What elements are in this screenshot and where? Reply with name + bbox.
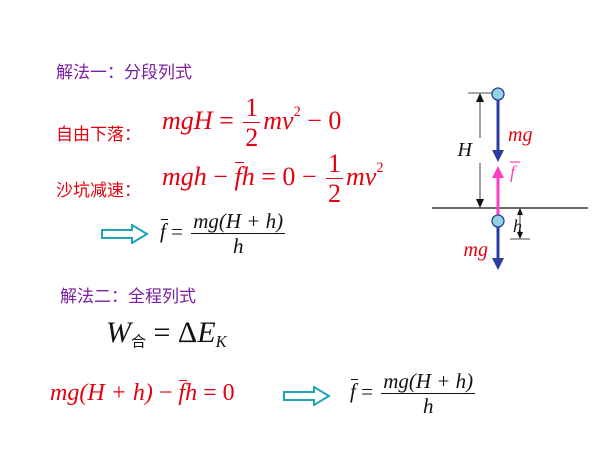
implies-arrow-icon <box>101 224 149 244</box>
full-lhs: mg(H + h) <box>50 380 153 406</box>
work-equals-delta: = Δ <box>146 316 198 349</box>
H-arrow-bottom <box>476 199 484 208</box>
method2-heading: 解法二：全程列式 <box>60 287 196 307</box>
fall-tail: − 0 <box>300 105 342 135</box>
sand-frac-num: 1 <box>326 149 344 180</box>
work-K: K <box>215 331 227 351</box>
sand-decel-equation: mgh − fh = 0 − 1 2 mv2 <box>162 150 384 208</box>
fall-equals: = <box>219 105 234 135</box>
work-energy-equation: W合 = ΔEK <box>106 316 227 350</box>
mg-top-label: mg <box>508 124 532 146</box>
method2-result-equation: f = mg(H + h) h <box>350 370 478 417</box>
h-arrow-top <box>517 208 523 215</box>
sand-fraction: 1 2 <box>326 149 344 209</box>
fall-frac-den: 2 <box>245 123 259 153</box>
sand-exponent: 2 <box>376 159 384 176</box>
full-h: h <box>185 380 198 406</box>
fall-exponent: 2 <box>293 103 301 120</box>
h-label: h <box>513 216 522 236</box>
mg-bottom-arrow-head <box>492 258 504 270</box>
h-arrow-bottom <box>517 232 523 239</box>
work-W: W <box>106 316 131 349</box>
fall-frac-num: 1 <box>243 93 261 124</box>
result2-den: h <box>422 394 434 419</box>
free-fall-equation: mgH = 1 2 mv2 − 0 <box>162 94 341 152</box>
fall-fraction: 1 2 <box>243 93 261 153</box>
result2-friction: f <box>350 379 358 404</box>
H-arrow-top <box>476 93 484 102</box>
falling-ball-diagram: H mg f h mg <box>432 87 588 270</box>
friction-label: f <box>510 162 518 182</box>
result2-fraction: mg(H + h) h <box>381 369 476 419</box>
method1-result-equation: f = mg(H + h) h <box>160 210 288 257</box>
sand-equals: = 0 − <box>254 161 324 191</box>
fall-term: mv <box>263 105 294 135</box>
ball-initial <box>491 87 505 101</box>
work-sub: 合 <box>131 332 147 351</box>
result1-fraction: mg(H + h) h <box>191 209 286 259</box>
sand-term: mv <box>346 161 377 191</box>
work-E: E <box>197 316 216 349</box>
full-friction: f <box>178 380 187 406</box>
result1-friction: f <box>160 219 168 244</box>
implies-arrow-icon-2 <box>283 386 331 406</box>
sand-decel-label: 沙坑减速： <box>56 181 141 201</box>
mg-top-arrow-head <box>492 150 504 162</box>
full-process-equation: mg(H + h) − fh = 0 <box>50 380 235 407</box>
full-tail: = 0 <box>197 380 235 406</box>
result1-num: mg(H + h) <box>191 209 286 235</box>
full-minus: − <box>152 380 179 406</box>
sand-lhs: mgh <box>162 161 207 191</box>
fall-lhs: mgH <box>162 105 213 135</box>
free-fall-label: 自由下落： <box>56 125 141 145</box>
result2-equals: = <box>361 379 373 404</box>
H-label: H <box>457 139 474 161</box>
sand-frac-den: 2 <box>328 179 342 209</box>
result1-equals: = <box>171 219 183 244</box>
sand-minus: − <box>206 161 235 191</box>
ball-final <box>491 214 505 228</box>
mg-bottom-label: mg <box>464 239 488 261</box>
result2-num: mg(H + h) <box>381 369 476 395</box>
friction-arrow-head <box>492 166 504 178</box>
sand-h: h <box>241 161 255 191</box>
sand-friction: f <box>234 161 244 191</box>
result1-den: h <box>232 234 244 259</box>
method1-heading: 解法一：分段列式 <box>56 63 192 83</box>
